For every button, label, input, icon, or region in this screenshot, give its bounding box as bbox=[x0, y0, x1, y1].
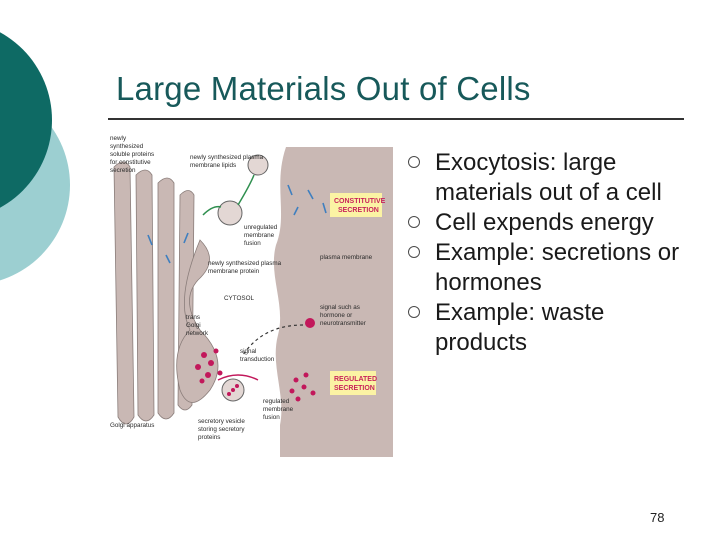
regulated-secretion-label-1: REGULATED bbox=[334, 376, 377, 383]
label-vesicle-3: proteins bbox=[198, 434, 220, 441]
fusing-vesicle bbox=[247, 154, 269, 176]
label-signal-3: neurotransmitter bbox=[320, 320, 366, 327]
regulated-secretion-label-2: SECRETION bbox=[334, 385, 375, 392]
bullet-circle-icon bbox=[408, 246, 420, 258]
regulated-arrow bbox=[217, 374, 259, 381]
label-soluble-1: newly bbox=[110, 135, 127, 142]
bullet-item: Exocytosis: large materials out of a cel… bbox=[408, 148, 698, 208]
label-cytosol: CYTOSOL bbox=[224, 295, 254, 302]
label-unregulated-1: unregulated bbox=[244, 224, 278, 231]
constitutive-vesicle bbox=[217, 200, 243, 226]
exocytosis-diagram: CONSTITUTIVE SECRETION REGULATED SECRETI… bbox=[108, 135, 393, 457]
constitutive-secretion-label-2: SECRETION bbox=[338, 207, 379, 214]
label-soluble-5: secretion bbox=[110, 167, 136, 174]
slide-decoration bbox=[0, 32, 70, 281]
label-unregulated-2: membrane bbox=[244, 232, 275, 239]
protein-marks bbox=[147, 184, 327, 264]
label-unregulated-3: fusion bbox=[244, 240, 261, 247]
signal-molecule bbox=[305, 318, 315, 328]
bullet-item: Example: waste products bbox=[408, 298, 698, 358]
label-vesicle-1: secretory vesicle bbox=[198, 418, 245, 425]
bullet-circle-icon bbox=[408, 306, 420, 318]
bullet-item: Cell expends energy bbox=[408, 208, 698, 238]
label-trans-1: trans bbox=[186, 314, 200, 321]
label-soluble-3: soluble proteins bbox=[110, 151, 154, 158]
constitutive-secretion-box bbox=[330, 193, 382, 217]
bullet-list: Exocytosis: large materials out of a cel… bbox=[408, 148, 698, 358]
label-signal-2: hormone or bbox=[320, 312, 352, 319]
bullet-circle-icon bbox=[408, 216, 420, 228]
regulated-secretion-box bbox=[330, 371, 376, 395]
bullet-text: Exocytosis: large materials out of a cel… bbox=[435, 149, 662, 206]
label-transduction-2: transduction bbox=[240, 356, 275, 363]
label-protein-1: newly synthesized plasma bbox=[208, 260, 282, 267]
label-trans-2: Golgi bbox=[186, 322, 201, 329]
label-plasma-membrane: plasma membrane bbox=[320, 254, 373, 261]
label-lipids-2: membrane lipids bbox=[190, 162, 236, 169]
bullet-text: Cell expends energy bbox=[435, 209, 654, 236]
label-soluble-4: for constitutive bbox=[110, 159, 151, 166]
slide-title: Large Materials Out of Cells bbox=[116, 70, 531, 107]
constitutive-secretion-label-1: CONSTITUTIVE bbox=[334, 198, 386, 205]
label-regfusion-3: fusion bbox=[263, 414, 280, 421]
label-regfusion-2: membrane bbox=[263, 406, 294, 413]
label-signal-1: signal such as bbox=[320, 304, 360, 311]
label-soluble-2: synthesized bbox=[110, 143, 144, 150]
secretory-vesicles bbox=[195, 348, 316, 402]
label-protein-2: membrane protein bbox=[208, 268, 260, 275]
deco-dark-circle bbox=[0, 32, 52, 208]
signal-arrows bbox=[242, 324, 304, 356]
process-arrows bbox=[202, 174, 255, 216]
page-number: 78 bbox=[650, 510, 665, 525]
bullet-text: Example: secretions or hormones bbox=[435, 239, 680, 296]
label-vesicle-2: storing secretory bbox=[198, 426, 245, 433]
label-lipids-1: newly synthesized plasma bbox=[190, 154, 264, 161]
bullet-item: Example: secretions or hormones bbox=[408, 238, 698, 298]
label-regfusion-1: regulated bbox=[263, 398, 290, 405]
title-underline bbox=[108, 118, 684, 120]
bullet-text: Example: waste products bbox=[435, 299, 605, 356]
label-trans-3: network bbox=[186, 330, 209, 337]
label-golgi-apparatus: Golgi apparatus bbox=[110, 422, 154, 429]
bullet-circle-icon bbox=[408, 156, 420, 168]
label-transduction-1: signal bbox=[240, 348, 256, 355]
trans-golgi-network bbox=[176, 239, 219, 403]
